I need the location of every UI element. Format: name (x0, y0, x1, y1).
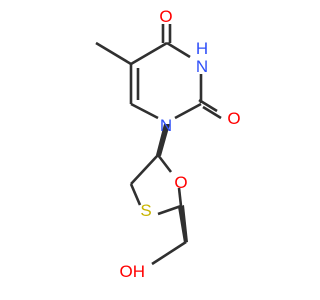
bond-c4-n3 (166, 41, 191, 59)
bond-c5-c4 (130, 41, 168, 66)
bond-c2-o-double (202, 105, 222, 120)
bond-c5p-s (129, 183, 142, 206)
atom-n-ring: N (160, 116, 172, 135)
atom-nh-n: N (196, 57, 208, 76)
bond-c2-o (198, 98, 218, 113)
bonds (95, 24, 222, 266)
bond-o-c1p (156, 154, 173, 173)
atom-o-hydroxyl: OH (120, 262, 146, 281)
molecule-diagram: O N H O N O S OH (95, 7, 241, 281)
atom-s-ring: S (140, 201, 151, 220)
wedge-bond-c2p-ch2 (178, 205, 188, 243)
atom-o-ring: O (174, 173, 187, 192)
bond-c2-n1 (174, 102, 202, 120)
bond-c5-methyl (95, 41, 132, 66)
bond-s-c2p (157, 204, 182, 216)
bond-c2p-o (177, 187, 183, 207)
bond-c1p-c5p (130, 154, 159, 185)
atom-o-right: O (227, 109, 240, 128)
bond-n1-c6 (130, 102, 159, 120)
atom-nh-h: H (196, 39, 208, 58)
wedge-bond-c1p-n1 (156, 124, 170, 156)
bond-c2p-ch2 (151, 240, 187, 266)
atom-o-top: O (159, 7, 172, 26)
